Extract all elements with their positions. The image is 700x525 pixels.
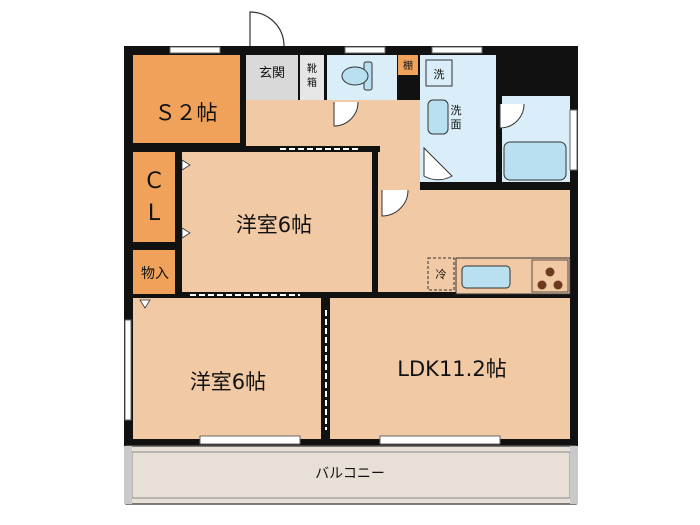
label-shelf: 棚 [403, 59, 413, 72]
label-monoire: 物入 [141, 266, 169, 282]
window-right-bath [569, 109, 578, 171]
label-closet-c: C [146, 169, 161, 194]
closet [133, 152, 175, 242]
shelf-area [398, 55, 418, 75]
washbasin-icon [427, 99, 449, 135]
label-entrance: 玄関 [259, 66, 285, 81]
label-washer: 洗 [434, 68, 445, 81]
pillar [496, 46, 578, 96]
bathtub-icon [503, 141, 567, 181]
burner-icon [545, 267, 555, 277]
hallway [246, 100, 420, 148]
label-western-room-2: 洋室6帖 [190, 370, 266, 394]
label-closet-l: L [148, 201, 161, 226]
shoe-box-area [300, 55, 324, 100]
ldk-room [330, 298, 570, 439]
burner-icon [537, 280, 547, 290]
label-washbasin-1: 洗 [451, 104, 462, 117]
partition-wet-vert [496, 96, 502, 186]
closet-door-mark-2 [181, 227, 191, 239]
balcony-rail-left [124, 446, 132, 504]
partition-closet [175, 146, 182, 294]
entrance-area [246, 55, 298, 100]
window-left-west2 [124, 319, 132, 421]
window-top-s [169, 46, 221, 54]
label-fridge: 冷 [436, 268, 447, 281]
door-swing-bath [499, 103, 525, 129]
monoire-storage [133, 250, 175, 294]
label-storage-s: Ｓ２帖 [155, 101, 218, 125]
partition-mid [176, 292, 572, 298]
label-balcony: バルコニー [315, 466, 385, 482]
fridge-space [427, 257, 455, 291]
storage-room-s [133, 55, 240, 143]
door-swing-wash [423, 146, 453, 181]
monoire-door-mark [139, 299, 151, 309]
washer-icon [425, 59, 453, 87]
label-shoe-2: 箱 [307, 76, 317, 89]
door-swing-toilet [333, 101, 359, 127]
label-washbasin-2: 面 [451, 118, 462, 131]
window-top-toilet [344, 46, 386, 54]
label-western-room-1: 洋室6帖 [236, 213, 312, 237]
partition-west1 [176, 146, 380, 152]
sink-icon [461, 265, 511, 289]
western-room-2 [133, 298, 321, 439]
window-balcony-2 [379, 435, 501, 445]
partition-west1-right [372, 146, 378, 298]
label-ldk: LDK11.2帖 [397, 357, 506, 381]
window-balcony-1 [199, 435, 301, 445]
toilet-bowl-icon [341, 66, 369, 86]
label-shoe-1: 靴 [307, 62, 317, 75]
balcony-rail-right [570, 446, 578, 504]
closet-door-mark-1 [181, 159, 191, 171]
hallway-lower [378, 148, 420, 190]
burner-icon [553, 280, 563, 290]
window-top-wash [431, 46, 483, 54]
door-swing-hall [381, 189, 409, 217]
front-door-swing [249, 11, 285, 47]
partition-s [240, 55, 246, 152]
western-room-1 [182, 152, 372, 294]
